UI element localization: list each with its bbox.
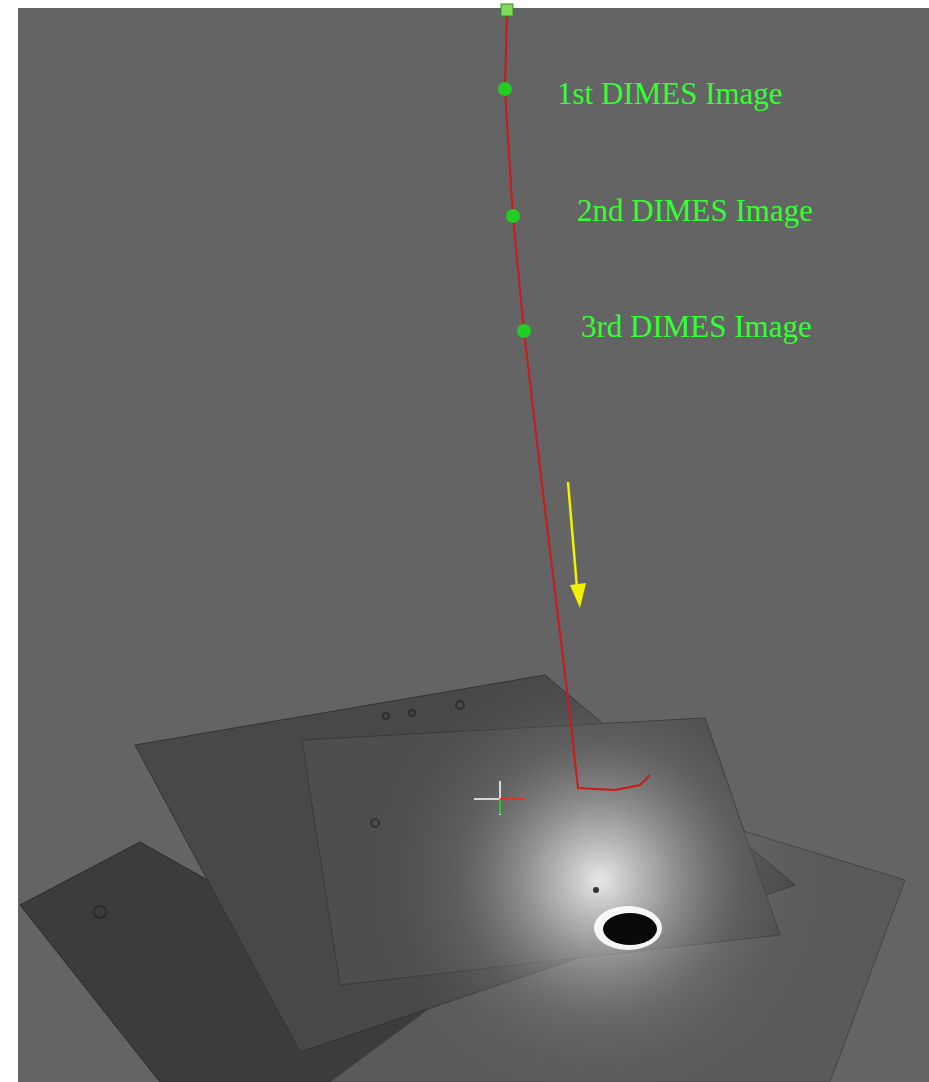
direction-arrow <box>568 482 586 608</box>
image-label: 2nd DIMES Image <box>577 195 813 226</box>
crosshair <box>474 781 525 815</box>
image-label: 1st DIMES Image <box>557 78 783 109</box>
image-label: 3rd DIMES Image <box>581 311 812 342</box>
image-points <box>498 82 531 338</box>
start-marker <box>501 4 513 16</box>
image-mosaic <box>0 600 929 1082</box>
trajectory-line <box>505 10 650 790</box>
